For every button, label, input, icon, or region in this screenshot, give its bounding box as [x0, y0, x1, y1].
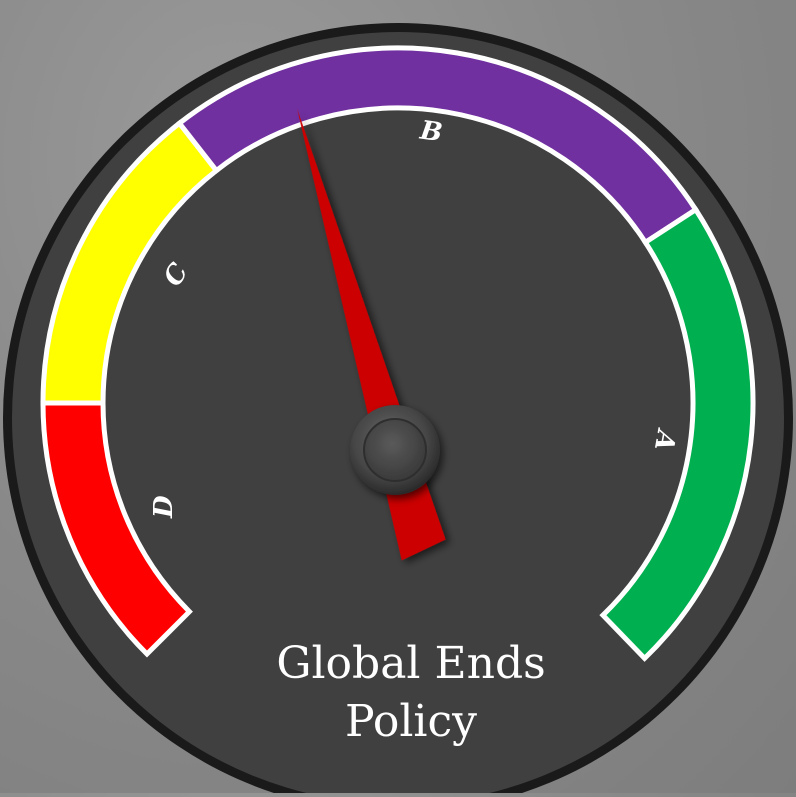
- needle-hub: [350, 405, 440, 495]
- gauge-title-line2: Policy: [345, 696, 477, 747]
- segment-d-label: D: [149, 495, 179, 519]
- gauge-title-line1: Global Ends: [276, 638, 545, 689]
- segment-a-band: [599, 206, 756, 662]
- segment-b-label: B: [417, 116, 444, 149]
